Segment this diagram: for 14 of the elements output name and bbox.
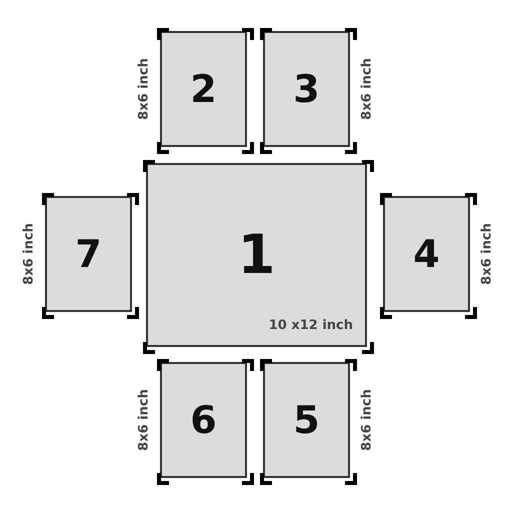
frame-number: 7 <box>75 235 102 273</box>
size-label: 8x6 inch <box>22 223 36 285</box>
size-label: 8x6 inch <box>360 58 374 120</box>
size-label: 8x6 inch <box>136 58 152 120</box>
size-label: 10 x12 inch <box>268 318 353 333</box>
size-label: 8x6 inch <box>136 389 152 451</box>
frame-number: 2 <box>190 70 217 108</box>
frame-number: 4 <box>413 235 440 273</box>
size-label: 8x6 inch <box>480 223 494 285</box>
frame-number: 1 <box>238 228 276 282</box>
frame-number: 6 <box>190 401 217 439</box>
size-label: 8x6 inch <box>360 389 374 451</box>
frame-number: 5 <box>293 401 320 439</box>
frame-number: 3 <box>293 70 320 108</box>
